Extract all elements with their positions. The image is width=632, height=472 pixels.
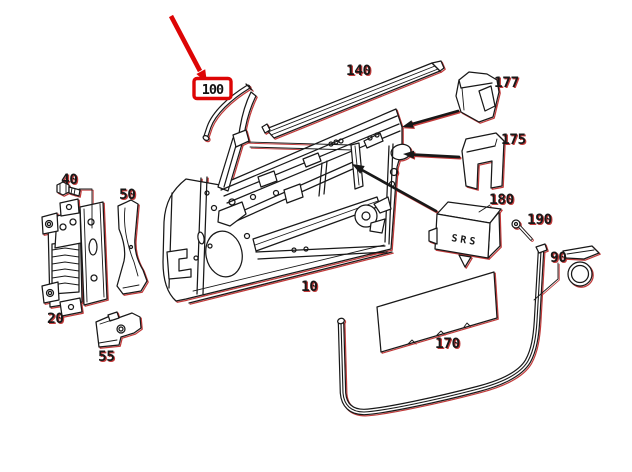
red-callout-arrow xyxy=(168,14,203,73)
highlight-annotation-100: 100 xyxy=(168,14,233,101)
highlighted-part-label[interactable]: 100 xyxy=(202,82,225,98)
highlight-box-100[interactable] xyxy=(192,76,233,101)
